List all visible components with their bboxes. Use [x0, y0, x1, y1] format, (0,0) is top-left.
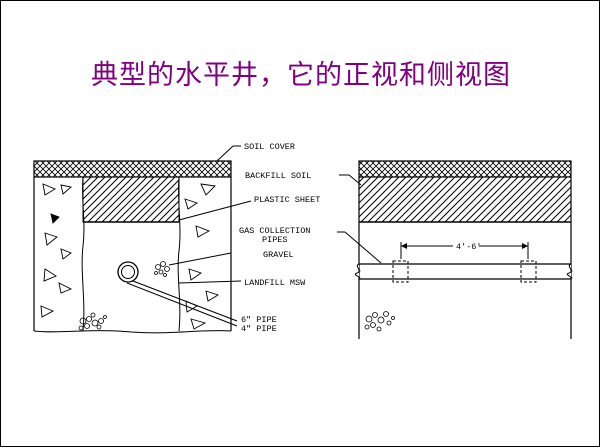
label-6-inch-pipe: 6" PIPE — [241, 315, 277, 325]
label-backfill-soil: BACKFILL SOIL — [245, 171, 311, 181]
gravel-center — [154, 261, 170, 277]
side-gravel — [364, 311, 395, 332]
backfill-soil-layer — [82, 176, 180, 223]
label-4-inch-pipe: 4" PIPE — [241, 324, 277, 334]
front-view — [33, 145, 252, 334]
gravel-bottom-left — [78, 312, 107, 331]
pipe-4-inch — [121, 265, 135, 279]
side-soil-cover — [358, 160, 572, 178]
soil-cover-layer — [33, 160, 232, 178]
side-view — [337, 160, 573, 339]
label-plastic-sheet: PLASTIC SHEET — [254, 195, 320, 205]
label-pipes: PIPES — [262, 235, 288, 245]
diagram-labels: SOIL COVER BACKFILL SOIL PLASTIC SHEET G… — [239, 142, 482, 334]
landfill-msw-symbols-left — [40, 183, 73, 318]
pipe-coupling-right — [520, 260, 537, 283]
side-backfill-soil — [358, 176, 572, 223]
label-soil-cover: SOIL COVER — [244, 142, 295, 152]
pipe-coupling-left — [392, 260, 409, 283]
label-gas-collection: GAS COLLECTION — [239, 226, 310, 236]
label-spacing: 4'-6' — [456, 242, 482, 252]
label-gravel: GRAVEL — [263, 250, 294, 260]
slide-title: 典型的水平井，它的正视和侧视图 — [91, 60, 511, 91]
label-landfill-msw: LANDFILL MSW — [244, 278, 306, 288]
